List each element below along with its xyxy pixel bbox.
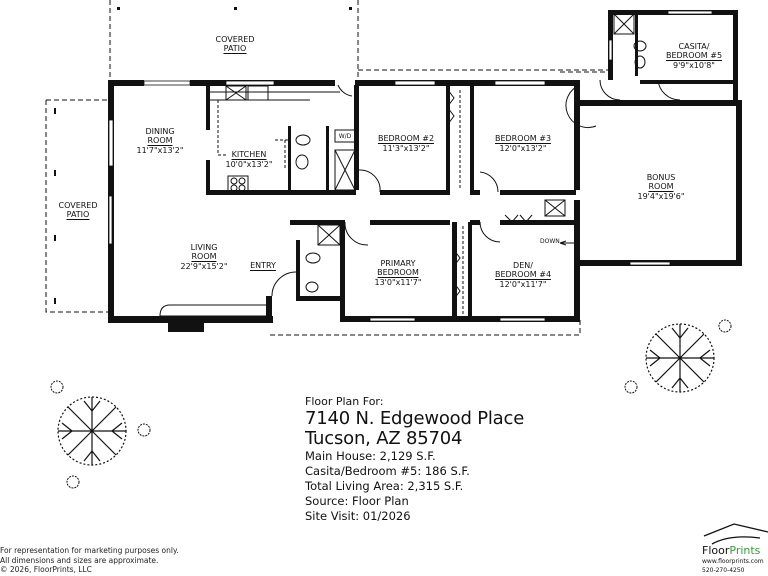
room-label-bonus: BONUS ROOM 19'4"x19'6" bbox=[637, 173, 684, 201]
room-label-dining: DINING ROOM 11'7"x13'2" bbox=[136, 127, 183, 155]
brand-name-part: Floor bbox=[702, 544, 730, 557]
room-dimensions: 10'0"x13'2" bbox=[225, 160, 273, 169]
room-dimensions: 22'9"x15'2" bbox=[180, 262, 228, 271]
room-label-covered-patio-top: COVERED PATIO bbox=[215, 35, 255, 54]
room-name: BEDROOM #3 bbox=[494, 134, 552, 144]
room-name: LIVING bbox=[190, 243, 218, 252]
room-dimensions: 19'4"x19'6" bbox=[637, 192, 685, 201]
info-heading: Floor Plan For: bbox=[305, 395, 384, 408]
room-name: COVERED bbox=[215, 35, 255, 44]
site-visit: Site Visit: 01/2026 bbox=[305, 509, 411, 523]
room-label-den: DEN/ BEDROOM #4 12'0"x11'7" bbox=[494, 261, 552, 289]
room-name: COVERED bbox=[58, 201, 98, 210]
room-name: BEDROOM #2 bbox=[377, 134, 435, 144]
room-name: PATIO bbox=[66, 210, 90, 220]
room-name: BEDROOM #5 bbox=[665, 51, 723, 61]
room-label-living: LIVING ROOM 22'9"x15'2" bbox=[180, 243, 227, 271]
room-label-bedroom3: BEDROOM #3 12'0"x13'2" bbox=[494, 134, 552, 153]
room-dimensions: 13'0"x11'7" bbox=[374, 278, 422, 287]
brand-url: www.floorprints.com bbox=[702, 558, 764, 565]
room-name: PRIMARY bbox=[380, 259, 416, 268]
disclaimer-line-2: All dimensions and sizes are approximate… bbox=[0, 555, 159, 565]
brand-name: FloorPrints bbox=[702, 544, 760, 557]
source: Source: Floor Plan bbox=[305, 494, 409, 508]
brand-phone: 520-270-4250 bbox=[702, 567, 745, 574]
room-name: DINING bbox=[145, 127, 175, 136]
room-name: CASITA/ bbox=[678, 42, 710, 51]
room-name: PATIO bbox=[223, 44, 247, 54]
room-name: ROOM bbox=[191, 252, 217, 262]
room-name: ROOM bbox=[147, 136, 173, 146]
room-dimensions: 11'3"x13'2" bbox=[382, 144, 430, 153]
tree-icon bbox=[50, 319, 732, 489]
floor-plan-info: Floor Plan For: 7140 N. Edgewood Place T… bbox=[305, 395, 524, 524]
room-label-covered-patio-left: COVERED PATIO bbox=[58, 201, 98, 220]
casita-area: Casita/Bedroom #5: 186 S.F. bbox=[305, 464, 470, 478]
brand-name-part: Prints bbox=[729, 544, 761, 557]
disclaimer-line-1: For representation for marketing purpose… bbox=[0, 546, 179, 555]
room-dimensions: 12'0"x11'7" bbox=[499, 280, 547, 289]
address-line-1: 7140 N. Edgewood Place bbox=[305, 408, 525, 429]
room-name: W/D bbox=[338, 133, 352, 140]
room-name: BEDROOM bbox=[377, 268, 419, 278]
disclaimer: For representation for marketing purpose… bbox=[0, 546, 179, 575]
room-label-wd: W/D bbox=[339, 132, 352, 141]
room-label-casita: CASITA/ BEDROOM #5 9'9"x10'8" bbox=[665, 42, 723, 70]
room-label-entry: ENTRY bbox=[250, 261, 276, 271]
room-dimensions: 9'9"x10'8" bbox=[673, 61, 715, 70]
room-label-bedroom2: BEDROOM #2 11'3"x13'2" bbox=[377, 134, 435, 153]
room-name: BONUS bbox=[646, 173, 676, 182]
total-living-area: Total Living Area: 2,315 S.F. bbox=[305, 479, 464, 493]
room-name: ROOM bbox=[648, 182, 674, 192]
room-label-primary-bedroom: PRIMARY BEDROOM 13'0"x11'7" bbox=[374, 259, 421, 287]
room-name: BEDROOM #4 bbox=[494, 270, 552, 280]
address-line-2: Tucson, AZ 85704 bbox=[305, 428, 463, 449]
room-name: KITCHEN bbox=[231, 150, 267, 160]
room-label-kitchen: KITCHEN 10'0"x13'2" bbox=[225, 150, 272, 169]
room-name: DEN/ bbox=[513, 261, 533, 270]
room-dimensions: 11'7"x13'2" bbox=[136, 146, 184, 155]
copyright: © 2026, FloorPrints, LLC bbox=[0, 565, 92, 574]
room-name: ENTRY bbox=[250, 261, 276, 271]
room-dimensions: 12'0"x13'2" bbox=[499, 144, 547, 153]
down-label: DOWN bbox=[540, 238, 560, 245]
main-house-area: Main House: 2,129 S.F. bbox=[305, 449, 436, 463]
